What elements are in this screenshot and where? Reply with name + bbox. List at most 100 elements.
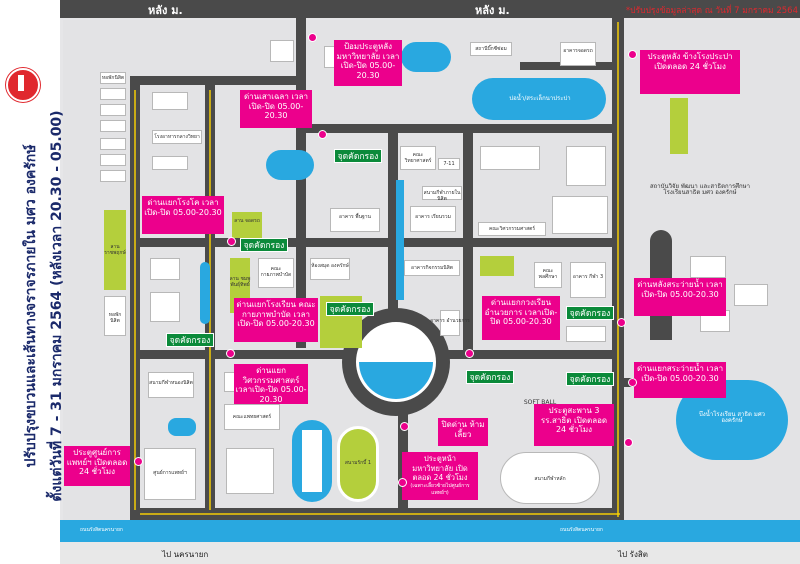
gate-back-waterworks[interactable]: ประตูหลัง ข้างโรงประปา เปิดตลอด 24 ชั่วโ… — [640, 50, 740, 94]
road-h2 — [306, 124, 622, 133]
checkpoint-1[interactable]: จุดคัดกรอง — [334, 149, 382, 163]
building-admin — [440, 310, 460, 336]
gate-dot-no-turn — [400, 422, 409, 431]
bottom-strip — [0, 542, 800, 564]
building-library — [310, 258, 350, 280]
checkpoint-5[interactable]: จุดคัดกรอง — [466, 370, 514, 384]
gate-front-univ-text: ประตูหน้า มหาวิทยาลัย เปิดตลอด 24 ชั่วโม… — [412, 454, 468, 482]
title-line1: ปรับปรุงขบวนและเส้นทางจราจรภายใน มศว องค… — [23, 144, 39, 468]
building-medicine — [224, 404, 280, 430]
gate-front-univ[interactable]: ประตูหน้า มหาวิทยาลัย เปิดตลอด 24 ชั่วโม… — [402, 452, 478, 500]
main-stadium — [500, 452, 600, 504]
gate-dot-pool-back — [617, 318, 626, 327]
building-activity — [404, 260, 460, 276]
gate-dot-sala — [318, 130, 327, 139]
road-v4 — [388, 130, 398, 320]
building-lecture — [410, 206, 456, 232]
gate-medical-center[interactable]: ประตูศูนย์การแพทย์ฯ เปิดตลอด 24 ชั่วโมง — [64, 446, 130, 486]
shop-711-label: 7-11 — [443, 161, 455, 167]
admin-label: อาคาร อำนวยการ — [430, 318, 470, 324]
checkpoint-4[interactable]: จุดคัดกรอง — [326, 302, 374, 316]
demo-school-pool-label: บึงน้ำโรงเรียน สาธิต มศว องครักษ์ — [698, 411, 765, 424]
demo-school-label: สถาบันวิจัย พัฒนา และสาธิตการศึกษา โรงเร… — [650, 183, 750, 196]
gate-dot-songkhro — [227, 237, 236, 246]
building-swim — [148, 372, 194, 398]
dorm-top — [270, 40, 294, 62]
gate-back-univ[interactable]: ป้อมประตูหลัง มหาวิทยาลัย เวลาเปิด-ปิด 0… — [334, 40, 402, 86]
dorm-3 — [100, 104, 126, 116]
dorm-label: หอพักนิสิต — [101, 75, 125, 81]
building-dorm-west — [104, 296, 126, 336]
foundation-label: อาคาร พื้นฐาน — [339, 214, 371, 220]
building-j — [226, 448, 274, 494]
building-a — [152, 92, 188, 110]
checkpoint-3[interactable]: จุดคัดกรอง — [166, 333, 214, 347]
checkpoint-6[interactable]: จุดคัดกรอง — [566, 306, 614, 320]
gate-engineering[interactable]: ด่านแยกวิศวกรรมศาสตร์ เวลาเปิด-ปิด 05.00… — [234, 364, 308, 404]
gate-yaek-songkhro[interactable]: ด่านแยกโรงโค เวลาเปิด-ปิด 05.00-20.30 — [142, 196, 224, 234]
gate-sala[interactable]: ด่านเสาเฉลา เวลาเปิด-ปิด 05.00-20.30 — [240, 90, 312, 128]
building-foundation — [330, 208, 380, 232]
lecture-label: อาคาร เรียนรวม — [415, 214, 451, 220]
lawn-demo — [670, 98, 688, 154]
road-h4 — [140, 238, 615, 247]
top-road-left-label: หลัง ม. — [148, 4, 183, 17]
sport3-label: อาคาร กีฬา 3 — [572, 274, 604, 280]
building-b — [152, 156, 188, 170]
lane-v1 — [134, 90, 136, 510]
lawn-ratchaphruek — [104, 210, 126, 290]
gate-gate3[interactable]: ประตูสะพาน 3 รร.สาธิต เปิดตลอด 24 ชั่วโม… — [534, 404, 614, 446]
checkpoint-2[interactable]: จุดคัดกรอง — [240, 238, 288, 252]
dorm-5 — [100, 138, 126, 150]
building-l — [734, 284, 768, 306]
bottom-right-label: ไป รังสิต — [618, 550, 648, 559]
medicine-label: คณะแพทยศาสตร์ — [232, 414, 272, 420]
bottom-canal — [0, 520, 800, 542]
gate-dot-back — [308, 33, 317, 42]
gate-front-univ-note: (เฉพาะเลี้ยวซ้ายไปศูนย์การแพทย์ฯ) — [410, 482, 470, 496]
building-k — [690, 256, 726, 278]
building-g — [150, 258, 180, 280]
road-v3 — [296, 18, 306, 348]
gate-pool-corner[interactable]: ด่านแยกสระว่ายน้ำ เวลาเปิด-ปิด 05.00-20.… — [634, 362, 726, 398]
top-road-right-label: หลัง ม. — [475, 4, 510, 17]
dorm-7 — [100, 170, 126, 182]
building-h — [150, 292, 180, 322]
road-h3 — [520, 62, 622, 70]
road-h5 — [130, 350, 365, 359]
library-label: ห้องสมุด องครักษ์ — [311, 263, 349, 269]
building-engineering — [478, 222, 546, 236]
building-pt — [258, 258, 294, 288]
road-h1 — [130, 76, 306, 85]
update-note: *ปรับปรุงข้อมูลล่าสุด ณ วันที่ 7 มกราคม … — [625, 6, 798, 16]
lawn-parking-label: ลาน จอดรถ — [234, 218, 260, 224]
building-parking — [560, 42, 596, 66]
lane-v7 — [617, 22, 619, 517]
swim-label: สนามกีฬาหนองนิสิต — [149, 380, 193, 386]
gate-dot-admin — [465, 349, 474, 358]
engineering-label: คณะวิศวกรรมศาสตร์ — [488, 226, 536, 232]
building-pe — [534, 262, 562, 288]
lawn-right — [480, 256, 514, 276]
sport-hall-label: สนามกีฬาภายในนิสิต — [423, 190, 461, 202]
building-711 — [438, 158, 460, 170]
gate-nursing[interactable]: ด่านแยกโรงเรียน คณะกายภาพบำบัด เวลาเปิด-… — [234, 298, 318, 342]
pe-faculty-label: คณะ พลศึกษา — [538, 268, 558, 280]
gate-dot-waterworks — [628, 50, 637, 59]
highway-label-right: ถนนรังสิตนครนายก — [560, 527, 603, 533]
science-label: คณะวิทยาศาสตร์ — [404, 152, 432, 164]
building-medcenter — [144, 448, 196, 500]
gate-dot-medical — [134, 457, 143, 466]
checkpoint-7[interactable]: จุดคัดกรอง — [566, 372, 614, 386]
gate-no-turn[interactable]: ปิดด่าน ห้ามเลี้ยว — [438, 418, 488, 446]
reservoir-label: บ่อน้ำ/สระเล็กนาประปา — [509, 95, 571, 102]
gate-school-admin[interactable]: ด่านแยกกวงเรียน อำนวยการ เวลาเปิด-ปิด 05… — [482, 296, 560, 340]
softball-label: SOFT BALL — [523, 399, 557, 406]
pool-top — [401, 42, 451, 72]
gate-pool-back[interactable]: ด่านหลังสระว่ายน้ำ เวลาเปิด-ปิด 05.00-20… — [634, 278, 726, 316]
lane-h7 — [140, 513, 620, 515]
main-stadium-label: สนามกีฬาหลัก — [534, 476, 566, 482]
lawn-parking — [232, 212, 262, 238]
building-canteen — [152, 130, 202, 144]
